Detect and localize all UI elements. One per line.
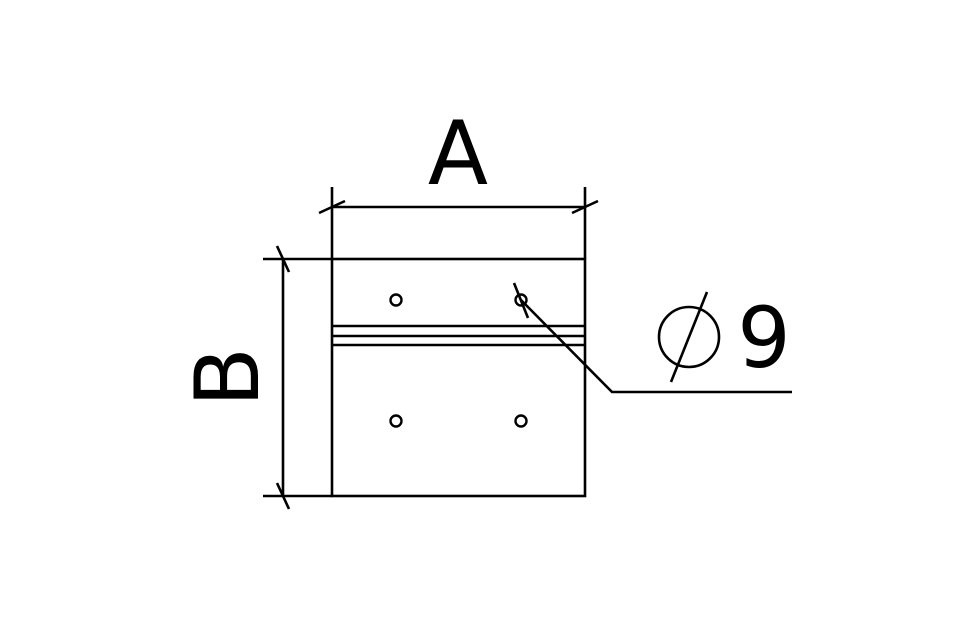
- hole-bottom-right: [514, 414, 528, 428]
- diameter-symbol-circle: [657, 305, 721, 369]
- part-outline: [330, 257, 587, 498]
- tick-mark-a-right: [571, 199, 599, 215]
- dimension-label-a: A: [428, 102, 488, 205]
- tick-mark-a-left: [318, 199, 346, 215]
- dimension-a: A: [318, 102, 599, 259]
- hole-callout: 9: [512, 282, 792, 394]
- dimension-label-b: B: [176, 347, 279, 407]
- dimension-b: B: [176, 245, 332, 510]
- hole-top-left: [389, 293, 403, 307]
- leader-line: [520, 299, 792, 394]
- hole-bottom-left: [389, 414, 403, 428]
- diameter-symbol-icon: [657, 291, 721, 383]
- tick-mark-b-top: [275, 245, 291, 273]
- diameter-symbol-slash: [669, 291, 709, 383]
- callout-value: 9: [737, 289, 790, 387]
- tick-mark-b-bottom: [275, 482, 291, 510]
